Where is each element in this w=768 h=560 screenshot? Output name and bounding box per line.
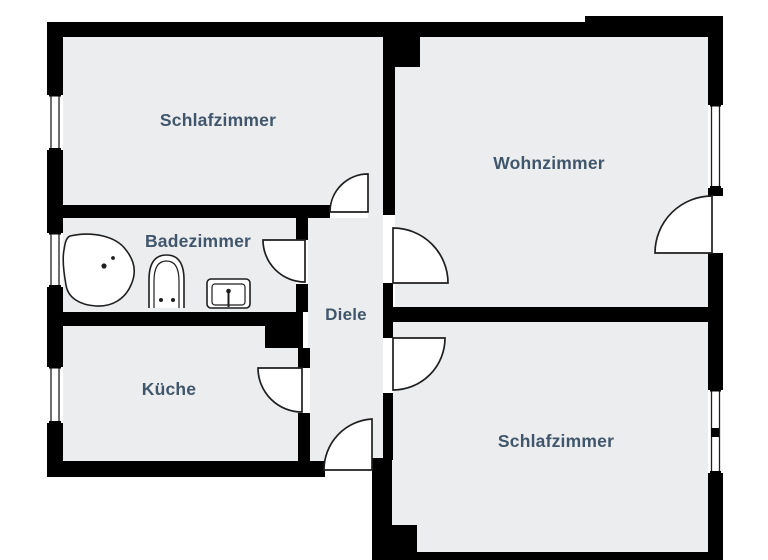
bathtub-drain-dot [101,263,107,269]
window-cap [49,148,61,152]
wall-left-3 [47,287,63,367]
wall-badezimmer-right-1 [296,218,308,240]
room-floors [63,37,708,552]
bathtub-faucet-dot [111,256,115,260]
toilet-bolt-dot [159,298,163,302]
doorway-schlafzimmer-bottom [383,338,393,393]
wall-badezimmer-kueche [47,312,265,326]
bathtub-icon [62,233,135,307]
window-kueche [47,365,63,425]
window-wohnzimmer [708,103,723,190]
wall-diele-lower [383,393,393,460]
wall-right-4 [708,473,723,560]
window-opening [47,367,63,423]
wall-bottom-right [392,552,723,560]
wall-notch-schlafzimmer [392,525,417,552]
window-cap [49,365,61,369]
window-opening [47,233,63,287]
wall-kueche-right-2 [298,413,310,461]
walls [47,16,723,560]
door-schlafzimmer-top [329,173,369,213]
window-schlafzimmer-bottom [708,388,723,475]
door-wohnzimmer [392,227,449,284]
label-badezimmer: Badezimmer [145,231,251,251]
chimney-block-kueche [265,312,303,348]
wall-left-1 [47,22,63,95]
window-badezimmer [47,231,63,289]
window-cap [710,388,721,392]
room-floor-schlafzimmer-bottom [392,322,708,552]
wall-right-1 [708,16,723,105]
toilet-bolt-dot [171,298,175,302]
wall-bottom-left [47,461,325,477]
door-balcony [654,195,713,254]
wall-badezimmer-right-2 [296,284,308,312]
door-entrance [323,418,373,471]
door-schlafzimmer-bottom [392,337,446,391]
label-diele: Diele [325,305,367,324]
room-floor-wohnzimmer [395,37,708,307]
window-cap [49,421,61,425]
wall-right-2 [708,188,723,196]
room-labels: Schlafzimmer Wohnzimmer Badezimmer Diele… [142,110,614,451]
wall-top-step [585,16,723,24]
room-floor-kueche [63,326,298,461]
label-kueche: Küche [142,379,197,399]
door-badezimmer [262,239,306,283]
label-wohnzimmer: Wohnzimmer [493,153,605,173]
window-cap [49,93,61,97]
window-schlafzimmer-top [47,93,63,152]
wall-wohnzimmer-schlafzimmer [393,307,708,322]
wall-left-2 [47,150,63,233]
toilet-inner-line [153,260,180,308]
window-cap [710,186,721,190]
wall-diele-wohnzimmer-upper [383,37,395,215]
wall-schlafzimmer-badezimmer [47,205,330,218]
window-cap [49,231,61,235]
window-cap [710,471,721,475]
window-opening [47,95,63,150]
washbasin-faucet-dot [226,288,231,294]
window-cap [49,285,61,289]
wall-diele-mid [383,283,393,338]
window-cap [710,103,721,107]
wall-right-3 [708,253,723,390]
window-opening [708,105,723,188]
door-kueche [257,367,303,413]
chimney-block-wohnzimmer [395,37,420,67]
label-schlafzimmer-bottom: Schlafzimmer [498,431,614,451]
room-floor-schlafzimmer-top [63,37,383,205]
windows [47,93,723,475]
wall-entry-lower [372,458,392,560]
doors [257,173,713,471]
label-schlafzimmer-top: Schlafzimmer [160,110,276,130]
bathroom-fixtures [62,233,251,309]
window-mullion-mark [711,428,719,437]
wall-top [47,22,723,37]
doorway-wohnzimmer [383,218,395,283]
wall-kueche-right-1 [298,348,310,368]
toilet-icon [148,254,185,308]
